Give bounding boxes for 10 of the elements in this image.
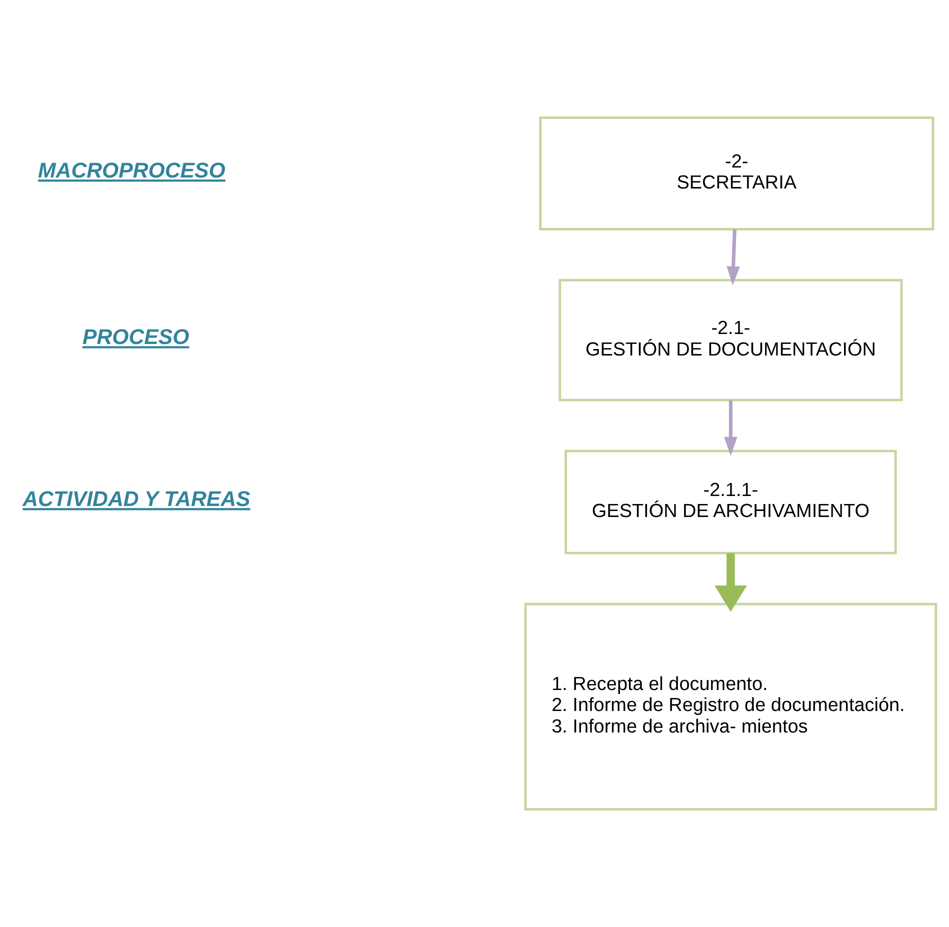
node-box: -2.1- GESTIÓN DE DOCUMENTACIÓN <box>558 279 903 402</box>
node-box: -2.1.1- GESTIÓN DE ARCHIVAMIENTO <box>564 450 897 554</box>
label: PROCESO <box>82 325 190 350</box>
node-box: 1. Recepta el documento. 2. Informe de Registro de documentación. 3. Informe de archiva- mientos <box>524 602 938 810</box>
label: ACTIVIDAD Y TAREAS <box>22 487 250 512</box>
arrow <box>726 229 740 286</box>
node-box: -2- SECRETARIA <box>539 116 934 230</box>
arrow <box>714 553 747 612</box>
label: MACROPROCESO <box>38 158 226 183</box>
arrow <box>724 400 738 456</box>
